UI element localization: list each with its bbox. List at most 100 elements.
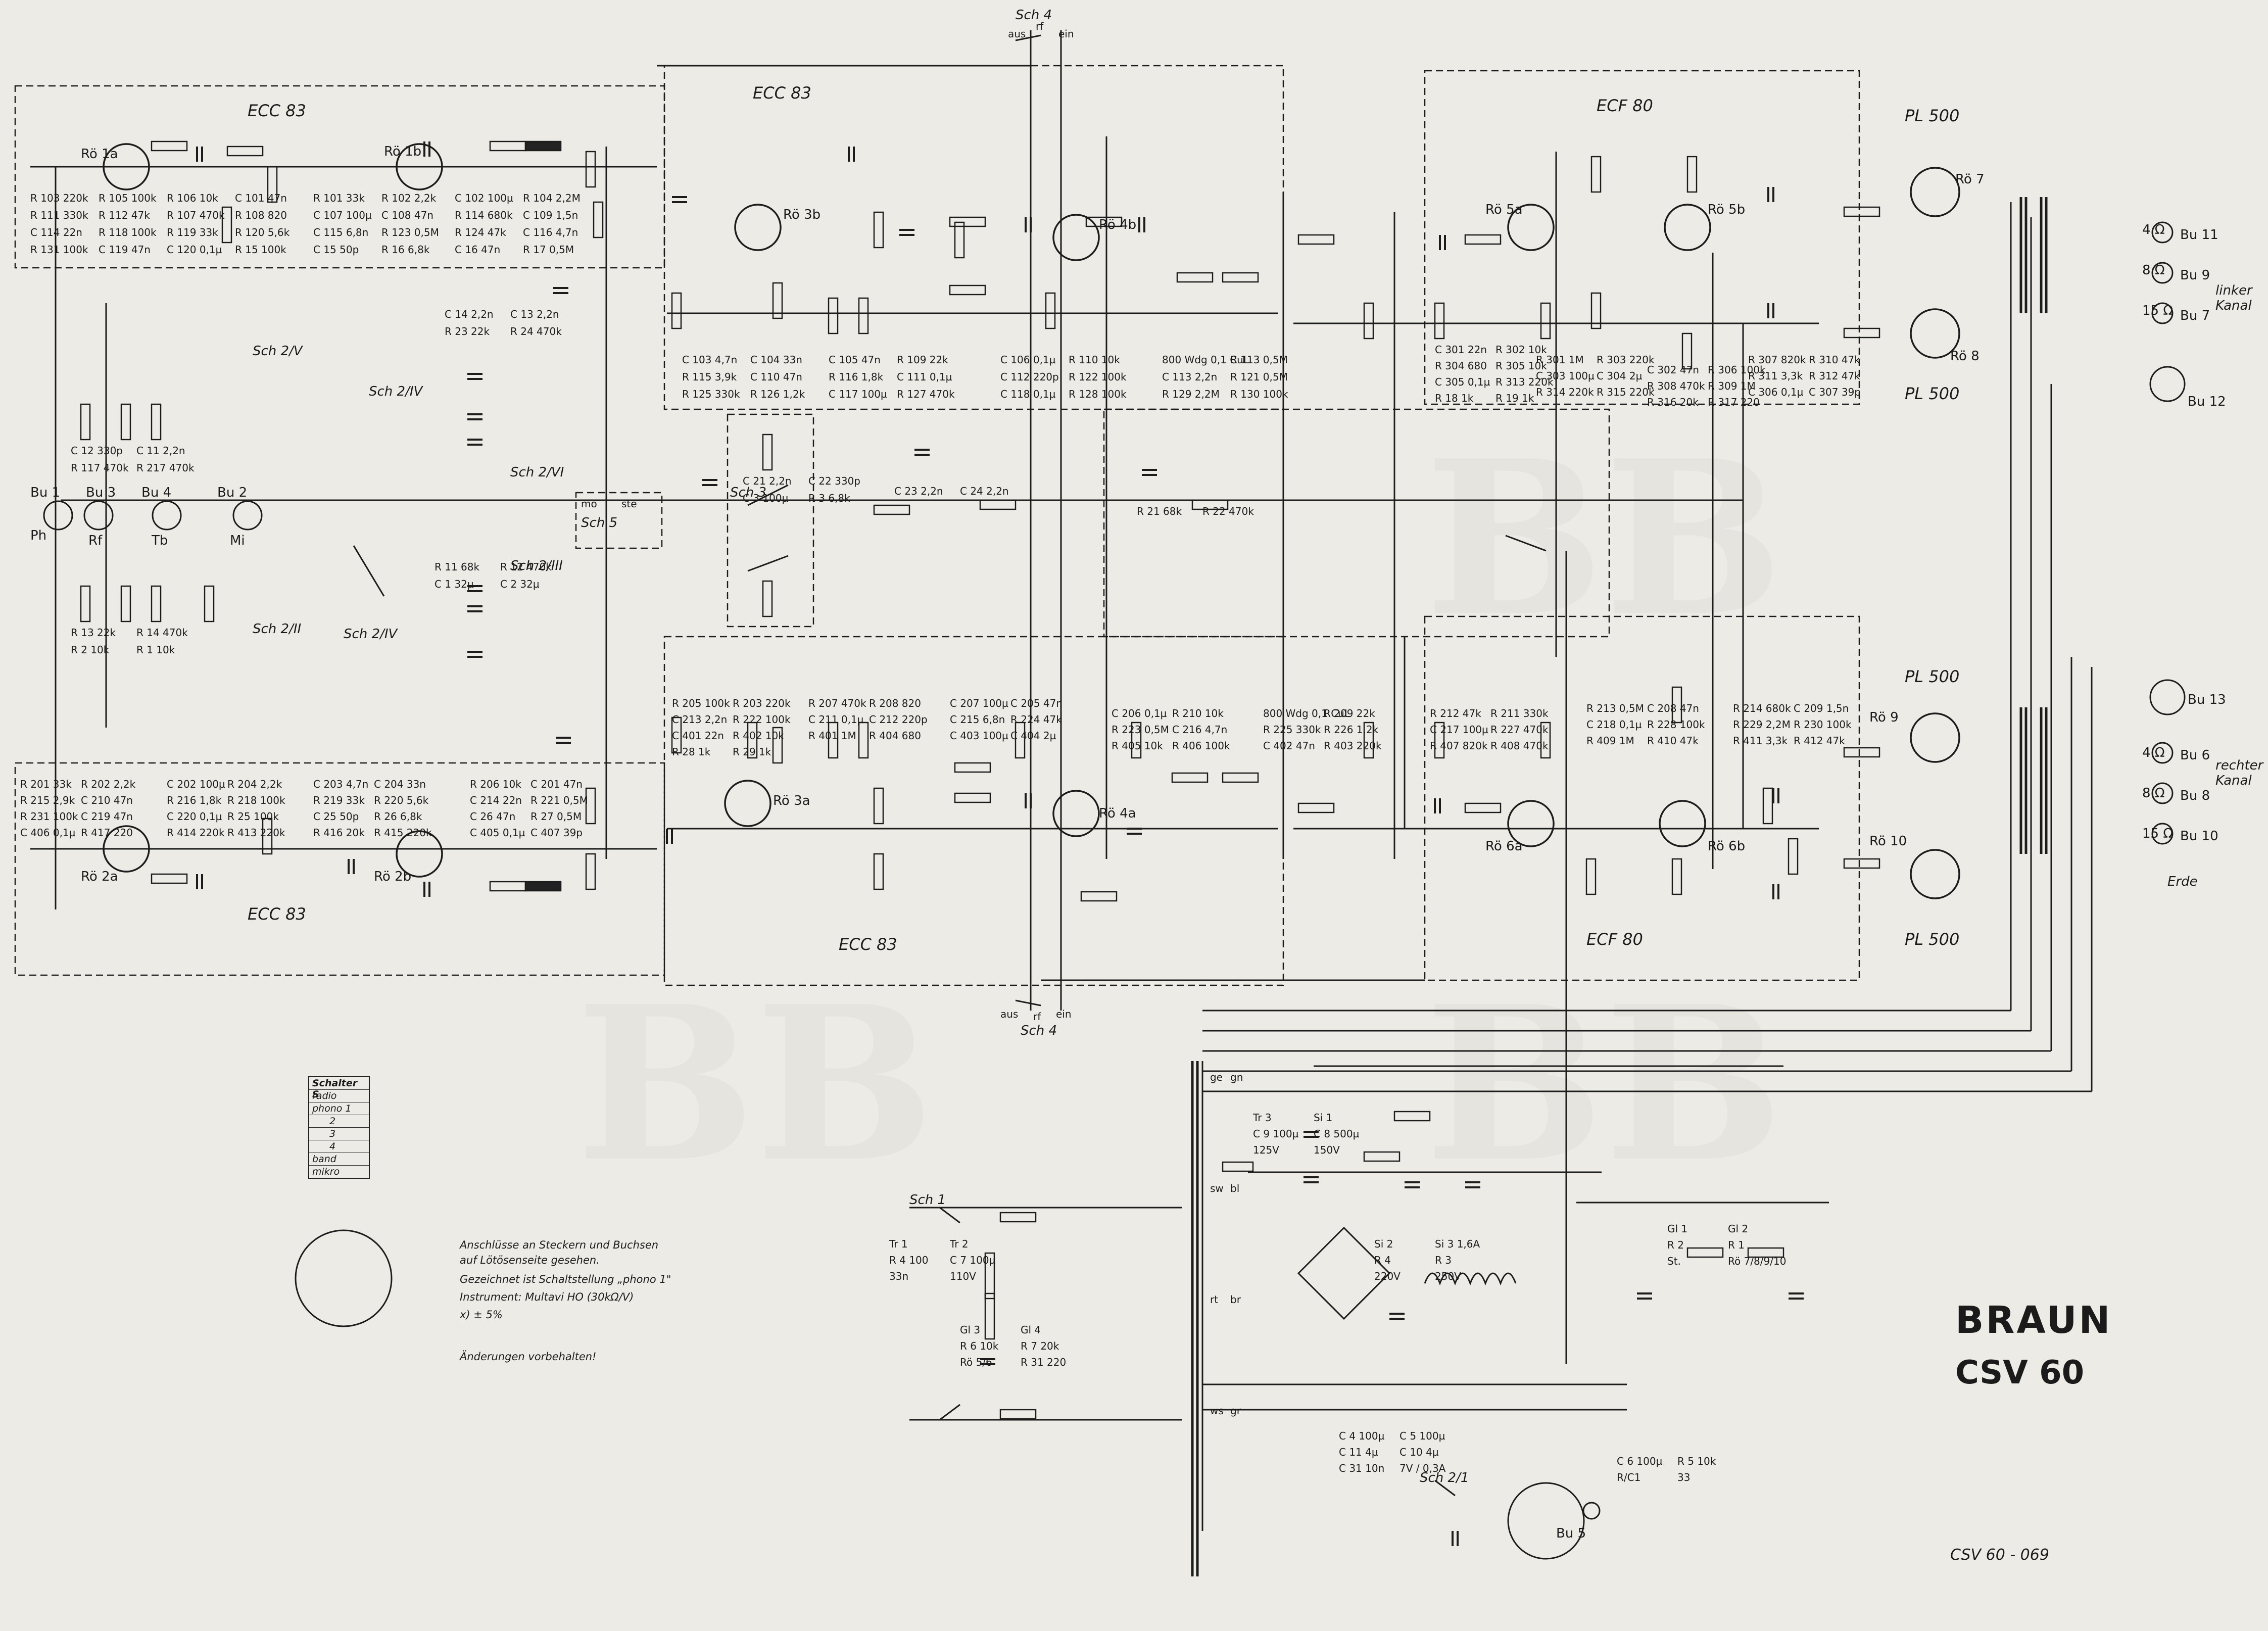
shield-box-ecc83-top-left	[14, 85, 665, 269]
component-label: Gl 3	[960, 1324, 981, 1336]
component-label: R 3 6,8k	[808, 492, 850, 504]
component-label: C 108 47n	[381, 209, 433, 221]
shield-box-ecf80-bottom	[1424, 615, 1860, 981]
switch-label: Sch 2/VI	[510, 465, 564, 480]
component-label: C 3 100µ	[743, 492, 789, 504]
component-label: R 301 1M	[1536, 354, 1584, 366]
switch-label: Sch 4	[1016, 8, 1052, 23]
shield-box-sch3	[727, 413, 814, 628]
note-line: Gezeichnet ist Schaltstellung „phono 1"	[460, 1273, 671, 1285]
component-label: R 104 2,2M	[523, 192, 581, 204]
component-label: R 128 100k	[1069, 388, 1127, 400]
component-label: C 111 0,1µ	[897, 371, 952, 383]
component-label: C 21 2,2n	[743, 475, 792, 487]
switch-label: Sch 2/III	[510, 558, 563, 573]
component-label: Si 1	[1314, 1112, 1333, 1124]
tube-ref: Rö 6a	[1485, 839, 1523, 854]
component-label: R 217 470k	[136, 462, 195, 474]
component-label: C 305 0,1µ	[1435, 376, 1490, 388]
watermark: BB	[1425, 414, 1783, 663]
component-label: C 6 100µ	[1617, 1455, 1663, 1467]
component-label: R 28 1k	[672, 746, 711, 758]
component-label: R 405 10k	[1112, 740, 1163, 752]
watermark-2: BB	[1425, 960, 1783, 1209]
component-label: R 25 100k	[227, 810, 279, 823]
note-line: auf Lötösenseite gesehen.	[460, 1254, 600, 1266]
component-label: C 117 100µ	[829, 388, 887, 400]
switch-label: Sch 2/IV	[344, 627, 398, 642]
component-label: C 206 0,1µ	[1112, 707, 1167, 719]
switch-label: Sch 2/IV	[369, 384, 423, 399]
jack-label: Bu 13	[2188, 692, 2226, 707]
component-label: Gl 1	[1667, 1223, 1688, 1235]
component-label: 800 Wdg 0,1 CuL	[1263, 707, 1350, 719]
legend-row: radio	[309, 1090, 369, 1102]
tube-ref: Rö 4a	[1099, 806, 1136, 821]
component-label: C 101 47n	[235, 192, 287, 204]
component-label: R 18 1k	[1435, 392, 1474, 404]
jack-label: Bu 7	[2180, 308, 2210, 323]
shield-box-ecc83-bottom-left	[14, 762, 665, 976]
component-label: R 123 0,5M	[381, 226, 439, 238]
tube-ro4a	[1052, 790, 1100, 837]
component-label: C 217 100µ	[1430, 724, 1488, 736]
component-label: R 222 100k	[733, 713, 791, 726]
component-label: R 406 100k	[1172, 740, 1230, 752]
component-label: R 101 33k	[313, 192, 365, 204]
component-label: R 129 2,2M	[1162, 388, 1220, 400]
component-label: R 312 47k	[1809, 370, 1860, 382]
switch-label: Sch 2/V	[253, 344, 303, 359]
component-label: R 204 2,2k	[227, 778, 282, 790]
component-label: R 211 330k	[1490, 707, 1549, 719]
component-label: C 210 47n	[81, 794, 133, 806]
component-label: R 417 220	[81, 827, 133, 839]
component-label: R 21 68k	[1137, 505, 1182, 517]
component-label: R 23 22k	[445, 325, 490, 338]
component-label: R/C1	[1617, 1471, 1641, 1483]
component-label: R 4 100	[889, 1254, 929, 1266]
component-label: rt	[1210, 1293, 1219, 1306]
component-label: R 5 10k	[1677, 1455, 1716, 1467]
component-label: ge	[1210, 1071, 1223, 1083]
component-label: C 11 2,2n	[136, 445, 185, 457]
tube-type-ecc83-top-mid: ECC 83	[753, 83, 811, 103]
component-label: R 316 20k	[1647, 396, 1699, 408]
component-label: R 111 330k	[30, 209, 88, 221]
component-label: 800 Wdg 0,1 CuL	[1162, 354, 1249, 366]
component-label: C 304 2µ	[1597, 370, 1643, 382]
component-label: R 416 20k	[313, 827, 365, 839]
component-label: gr	[1230, 1405, 1241, 1417]
component-label: C 301 22n	[1435, 344, 1487, 356]
component-label: R 103 220k	[30, 192, 88, 204]
component-label: br	[1230, 1293, 1241, 1306]
component-label: R 31 220	[1021, 1356, 1067, 1368]
component-label: R 12 470k	[500, 561, 552, 573]
component-label: 220V	[1374, 1270, 1401, 1282]
jack-role: Ph	[30, 528, 47, 543]
component-label: C 15 50p	[313, 244, 359, 256]
component-label: R 114 680k	[455, 209, 513, 221]
tube-type-ecc83-top-left: ECC 83	[248, 101, 306, 120]
component-label: C 31 10n	[1339, 1462, 1385, 1474]
component-label: C 204 33n	[374, 778, 426, 790]
component-label: R 6 10k	[960, 1340, 999, 1352]
jack-label: Bu 4	[141, 485, 172, 500]
tube-ref: Rö 4b	[1099, 217, 1137, 232]
note-line: x) ± 5%	[460, 1309, 503, 1321]
component-label: R 208 820	[869, 697, 921, 709]
component-label: C 12 330p	[71, 445, 123, 457]
component-label: R 7 20k	[1021, 1340, 1059, 1352]
tube-ref: Rö 2b	[374, 869, 412, 884]
drawing-code: CSV 60 - 069	[1950, 1546, 2049, 1564]
component-label: R 306 100k	[1708, 364, 1766, 376]
tube-ro1b	[396, 143, 443, 190]
component-label: C 14 2,2n	[445, 308, 494, 320]
tube-ref: Rö 1a	[81, 147, 118, 162]
switch-label: Sch 2/1	[1420, 1470, 1469, 1485]
component-label: C 106 0,1µ	[1000, 354, 1056, 366]
component-label: R 214 680k	[1733, 702, 1791, 714]
component-label: C 102 100µ	[455, 192, 513, 204]
component-label: R 404 680	[869, 730, 921, 742]
component-label: R 229 2,2M	[1733, 718, 1791, 731]
component-label: R 121 0,5M	[1230, 371, 1288, 383]
